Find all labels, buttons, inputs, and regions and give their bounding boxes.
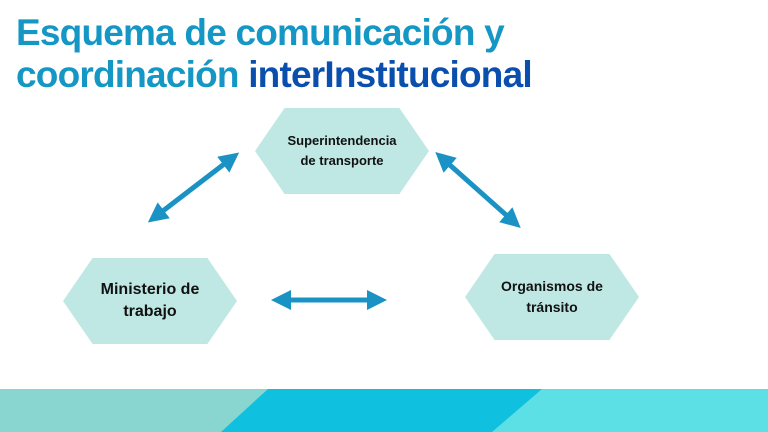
node-label: de transporte xyxy=(300,153,384,168)
arrow-superintendencia-ministerio xyxy=(147,152,240,223)
node-label: trabajo xyxy=(123,303,177,320)
arrow-superintendencia-organismos xyxy=(435,152,521,228)
title-line-1: Esquema de comunicación y xyxy=(16,12,505,53)
node-label: Organismos de xyxy=(501,278,603,294)
node-label: Ministerio de xyxy=(100,281,200,298)
node-ministerio: Ministerio de trabajo xyxy=(63,258,237,344)
node-label: Superintendencia xyxy=(287,133,397,148)
title-line-2: coordinación xyxy=(16,54,249,95)
footer-band xyxy=(0,389,768,432)
node-superintendencia: Superintendencia de transporte xyxy=(255,108,429,194)
node-label: tránsito xyxy=(526,299,578,315)
node-organismos: Organismos de tránsito xyxy=(465,254,639,340)
title-accent: interInstitucional xyxy=(248,54,532,95)
